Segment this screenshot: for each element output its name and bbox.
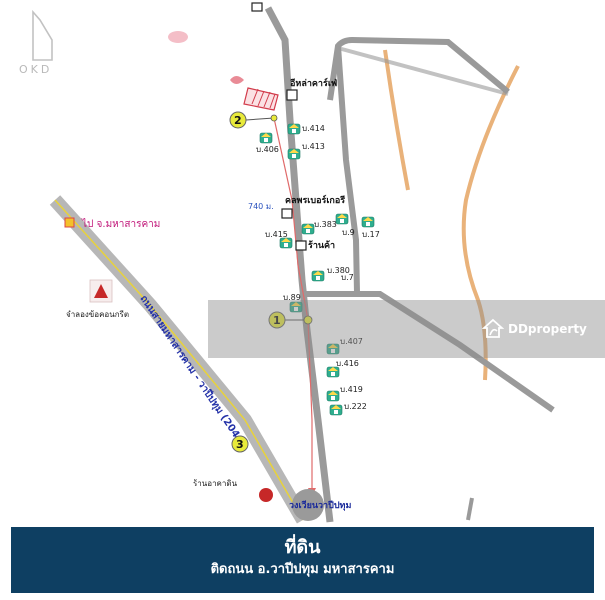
svg-text:คลพรเบอร์เกอรี: คลพรเบอร์เกอรี: [285, 194, 345, 206]
dirt-road-1: [383, 49, 410, 191]
distance-label: 740 ม.: [248, 202, 274, 211]
svg-text:2: 2: [234, 114, 242, 127]
cafe-icon: [286, 89, 298, 101]
house-b380: บ.380: [311, 266, 350, 282]
svg-text:บ.9: บ.9: [342, 228, 355, 237]
svg-text:บ.415: บ.415: [265, 230, 288, 239]
okd-logo-mark: [32, 9, 53, 61]
house-b407: บ.407: [326, 337, 363, 355]
svg-text:บ.380: บ.380: [327, 266, 350, 275]
title-banner: ที่ดิน ติดถนน อ.วาปีปทุม มหาสารคาม: [11, 527, 594, 593]
svg-text:3: 3: [236, 438, 244, 451]
house-b17: บ.17: [361, 216, 380, 239]
marker-2: 2: [229, 111, 278, 129]
svg-text:บ.17: บ.17: [362, 230, 380, 239]
svg-text:บ.416: บ.416: [336, 359, 359, 368]
svg-text:บ.413: บ.413: [302, 142, 325, 151]
svg-text:1: 1: [273, 314, 281, 327]
restaurant: ร้านอาคาดิน: [193, 479, 273, 502]
house-b413: บ.413: [287, 142, 325, 160]
contractor: คลพรเบอร์เกอรี: [281, 194, 345, 219]
svg-text:ร้านค้า: ร้านค้า: [308, 240, 335, 251]
house-b9: บ.9: [335, 213, 355, 237]
svg-text:บ.383: บ.383: [314, 220, 337, 229]
shop: ร้านค้า: [295, 240, 335, 251]
marker-1: 1: [268, 311, 313, 329]
houses: บ.414 บ.406 บ.413 บ.383 บ.9 บ.17 บ.415 บ…: [256, 123, 380, 416]
south-road: [466, 497, 474, 521]
route-line: [273, 117, 313, 490]
east-road: [304, 291, 555, 413]
to-city-sign: ไป จ.มหาสารคาม: [64, 217, 160, 230]
watermark: DDproperty: [482, 318, 587, 340]
svg-text:บ.407: บ.407: [340, 337, 363, 346]
top-building-icon: [251, 2, 263, 12]
concrete-icon: [94, 284, 108, 298]
svg-text:ร้านอาคาดิน: ร้านอาคาดิน: [193, 479, 238, 488]
banner-subtitle: ติดถนน อ.วาปีปทุม มหาสารคาม: [210, 562, 395, 577]
house-b416: บ.416: [326, 359, 359, 378]
okd-logo: OKD: [19, 9, 53, 76]
loop-road-diag: [337, 46, 509, 96]
house-b222: บ.222: [329, 402, 367, 416]
contractor-icon: [281, 208, 293, 219]
highway-2040: ถนนสายมหาสารคาม - วาปีปทุม (2040): [49, 195, 310, 524]
svg-text:อีหล่าคาร์เฟ่: อีหล่าคาร์เฟ่: [289, 77, 337, 89]
svg-text:บ.414: บ.414: [302, 124, 325, 133]
main-road: [264, 6, 334, 523]
banner-title: ที่ดิน: [284, 537, 321, 558]
house-b419: บ.419: [326, 385, 363, 402]
loop-road-top: [327, 36, 510, 101]
restaurant-icon: [259, 488, 273, 502]
dirt-road-2: [461, 65, 520, 381]
shop-icon: [295, 240, 307, 251]
svg-text:จำลองข้อคอนกรีต: จำลองข้อคอนกรีต: [66, 310, 129, 319]
svg-text:ไป จ.มหาสารคาม: ไป จ.มหาสารคาม: [81, 218, 160, 230]
roundabout: วงเวียนวาปีปทุม: [289, 489, 351, 521]
house-b7: บ.7: [341, 273, 354, 282]
svg-text:บ.89: บ.89: [283, 293, 301, 302]
svg-text:บ.419: บ.419: [340, 385, 363, 394]
marker-3: 3: [231, 435, 249, 453]
watermark-band: [208, 300, 605, 358]
house-b406: บ.406: [256, 132, 279, 154]
house-b414: บ.414: [287, 123, 325, 135]
ddproperty-logo-icon: [482, 318, 504, 338]
house-b415: บ.415: [265, 230, 293, 249]
concrete-company: จำลองข้อคอนกรีต: [66, 279, 129, 319]
house-b383: บ.383: [301, 220, 337, 235]
loop-road-left: [335, 45, 360, 294]
pink-spot: [168, 31, 188, 43]
svg-text:บ.222: บ.222: [344, 402, 367, 411]
pink-brush-mark: [230, 76, 244, 84]
roundabout-label: วงเวียนวาปีปทุม: [289, 500, 351, 511]
land-plot: [243, 87, 279, 111]
svg-text:บ.406: บ.406: [256, 145, 279, 154]
okd-logo-text: OKD: [19, 63, 52, 76]
house-b89: บ.89: [283, 293, 303, 313]
watermark-text: DDproperty: [508, 322, 587, 336]
cafe: อีหล่าคาร์เฟ่: [286, 77, 337, 101]
svg-text:บ.7: บ.7: [341, 273, 354, 282]
